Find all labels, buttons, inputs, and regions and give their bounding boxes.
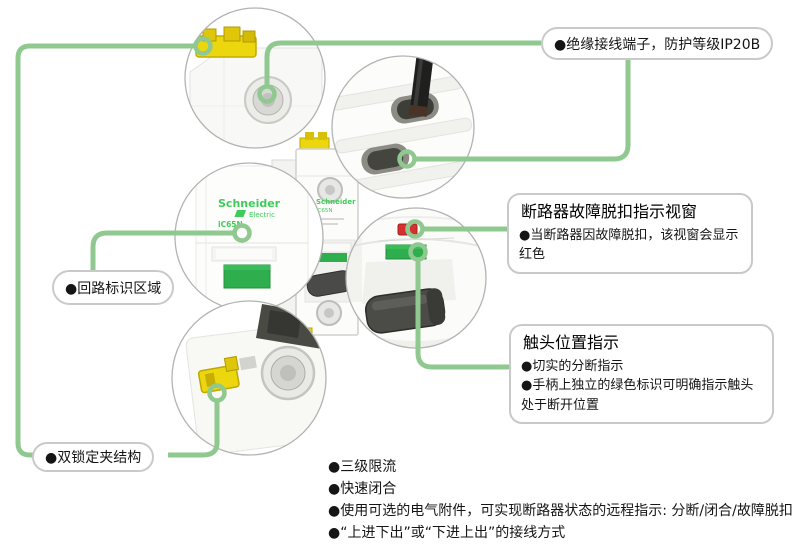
callout-trip-window: 断路器故障脱扣指示视窗 ●当断路器因故障脱扣，该视窗会显示红色 [507,193,753,274]
callout-trip-window-title: 断路器故障脱扣指示视窗 [521,202,698,221]
callout-trip-window-bullet: ●当断路器因故障脱扣，该视窗会显示红色 [519,227,739,263]
marker-terminal-slot [397,149,417,169]
feature-item-current-limiting: ●三级限流 [328,459,397,475]
model-text-small: iC65N [316,208,332,214]
callout-insulated-terminal-label: ●绝缘接线端子，防护等级IP20B [554,36,761,53]
marker-bottom-clamp [207,383,227,403]
callout-contact-position-bullet-1: ●切实的分断指示 [521,358,624,374]
callout-insulated-terminal: ●绝缘接线端子，防护等级IP20B [541,27,774,60]
callout-photo-terminal-slots [331,55,475,199]
callout-double-lock: ●双锁定夹结构 [32,442,155,472]
brand-text-small: Schneider [316,198,356,206]
brand-logo-mark [234,210,246,217]
callout-photo-top-terminal [184,7,326,149]
marker-label-area [232,223,252,243]
brand-text-large: Schneider [218,197,281,210]
line-double-lock-left [15,43,194,458]
marker-top-clamp [193,36,213,56]
line-double-lock-bottom [168,402,220,458]
feature-item-fast-closing: ●快速闭合 [328,481,397,497]
line-insulated-terminal-down [416,56,631,162]
callout-photo-bottom-clamp [171,300,327,456]
connector-lines [15,40,631,458]
test-probe [408,56,434,117]
terminal-slot-lower [367,148,404,171]
locking-clamp-bottom-yellow [197,355,240,394]
marker-handle-green [408,242,428,262]
callout-contact-position-title: 触头位置指示 [523,333,620,352]
brand-sub-text: Electric [249,211,275,219]
line-contact-position [415,261,510,370]
toggle-handle-closeup [364,288,446,334]
model-text-large: iC65N [218,220,243,229]
point-markers [193,36,428,403]
feature-list: ●三级限流 ●快速闭合 ●使用可选的电气附件，可实现断路器状态的远程指示: 分断… [328,456,793,544]
feature-item-wiring-direction: ●“上进下出”或“下进上出”的接线方式 [328,525,566,541]
feature-item-remote-indication: ●使用可选的电气附件，可实现断路器状态的远程指示: 分断/闭合/故障脱扣 [328,503,793,519]
handle-green-stripe [313,253,347,262]
callout-contact-position: 触头位置指示 ●切实的分断指示 ●手柄上独立的绿色标识可明确指示触头处于断开位置 [509,324,774,425]
marker-trip-window [405,219,425,239]
callout-double-lock-label: ●双锁定夹结构 [45,450,142,466]
callout-contact-position-bullet-2: ●手柄上独立的绿色标识可明确指示触头处于断开位置 [521,378,754,413]
line-insulated-terminal-left [264,40,541,85]
callout-circuit-id: ●回路标识区域 [52,270,175,305]
callout-circuit-id-label: ●回路标识区域 [65,280,162,297]
line-circuit-id [90,230,233,271]
marker-terminal-hole [257,84,277,104]
